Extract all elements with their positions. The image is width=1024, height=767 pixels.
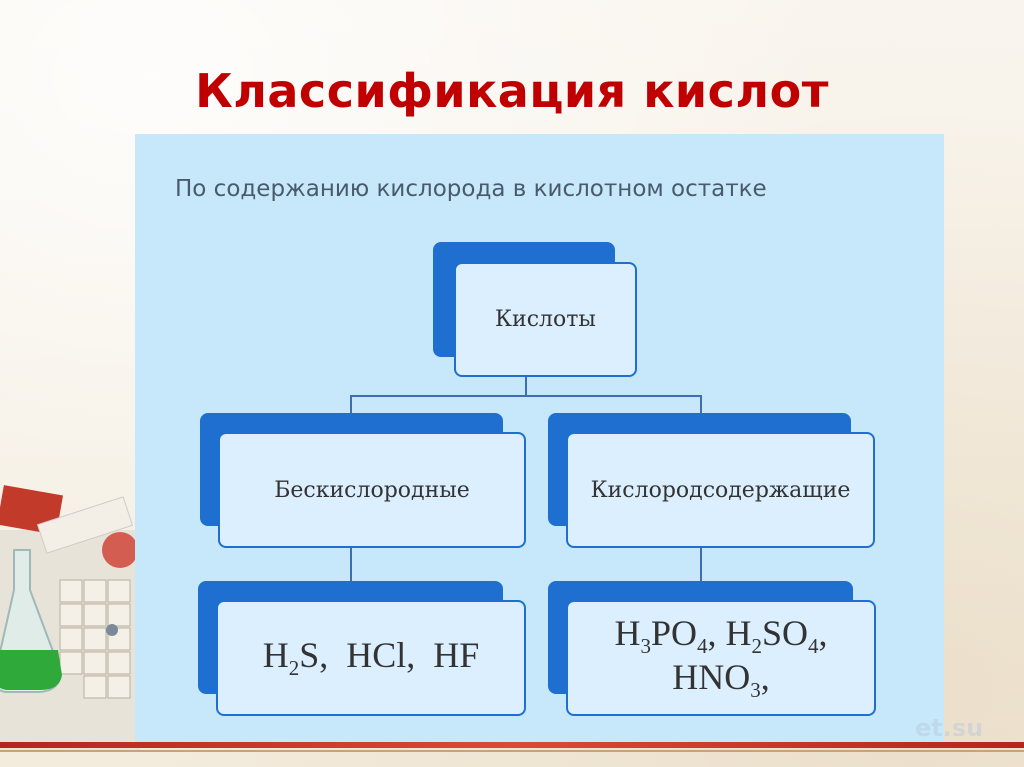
formula-line-1: H3PO4, H2SO4, (614, 612, 828, 658)
formula-hf: HF (433, 634, 480, 675)
examples-node-oxygen-free: H2S, HCl, HF (216, 600, 526, 716)
branch-left-label: Бескислородные (274, 477, 470, 503)
slide-subtitle: По содержанию кислорода в кислотном оста… (175, 176, 767, 202)
connector-horizontal (350, 395, 702, 397)
root-node: Кислоты (454, 262, 637, 377)
connector-right-examples (700, 548, 702, 581)
root-label: Кислоты (495, 307, 596, 332)
formula-line-2: HNO3, (614, 657, 827, 703)
formula-hno3: HNO3, (672, 657, 770, 703)
connector-root-down (525, 377, 527, 395)
formula-h2so4: H2SO4, (725, 612, 828, 658)
formula-list-oxygen-free: H2S, HCl, HF (262, 634, 480, 681)
branch-node-oxygen-free: Бескислородные (218, 432, 526, 548)
formula-h3po4: H3PO4, (614, 612, 717, 658)
branch-node-oxygen-containing: Кислородсодержащие (566, 432, 875, 548)
connector-right-down (700, 395, 702, 415)
bottom-red-band (0, 742, 1024, 748)
connector-left-examples (350, 548, 352, 581)
connector-left-down (350, 395, 352, 415)
formula-hcl: HCl, (346, 634, 416, 675)
bottom-accent-line (0, 750, 1024, 752)
branch-right-label: Кислородсодержащие (590, 477, 851, 503)
formula-list-oxygen-containing: H3PO4, H2SO4, HNO3, (614, 612, 828, 703)
slide-title: Классификация кислот (195, 64, 829, 118)
formula-h2s: H2S, (262, 634, 329, 681)
examples-node-oxygen-containing: H3PO4, H2SO4, HNO3, (566, 600, 876, 716)
lab-flask-illustration (0, 485, 140, 750)
watermark: et.su (915, 714, 984, 742)
